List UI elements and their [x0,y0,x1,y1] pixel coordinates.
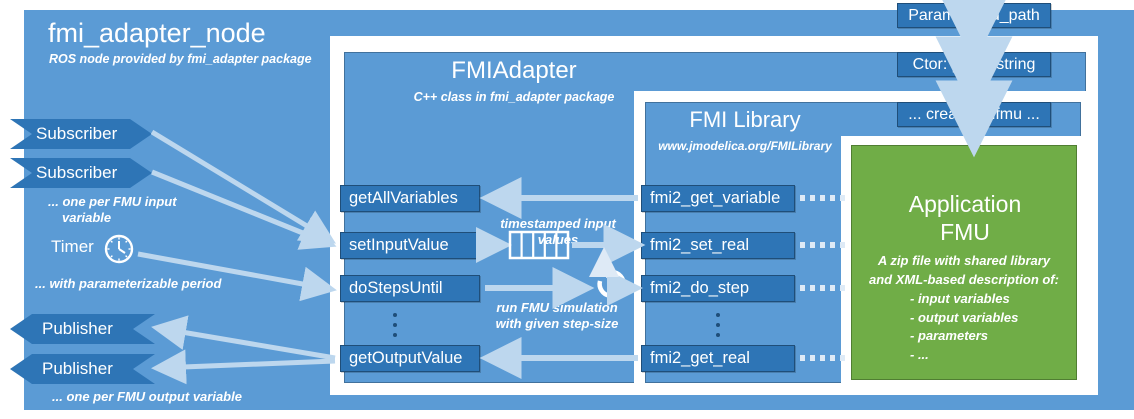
subscriber-2[interactable]: Subscriber [10,158,152,188]
publisher-2[interactable]: Publisher [10,354,155,384]
method-get-all-variables-label: getAllVariables [349,189,458,207]
subscriber-note: ... one per FMU input variable [48,194,177,227]
init-ctor-path-string[interactable]: Ctor: path : string [897,52,1051,77]
function-fmi2-set-real[interactable]: fmi2_set_real [641,232,795,259]
init-param-fmu-path[interactable]: Param: _fmu_path [897,3,1051,28]
publisher-1[interactable]: Publisher [10,314,155,344]
method-do-steps-until-label: doStepsUntil [349,279,443,297]
adapter-methods-ellipsis [393,313,397,337]
timer-label: Timer [51,237,94,256]
node-subtitle: ROS node provided by fmi_adapter package [49,52,312,66]
function-fmi2-do-step-label: fmi2_do_step [650,279,750,297]
fmu-desc-line2: and XML-based description of: [869,271,1059,287]
subscriber-note-line1: ... one per FMU input [48,194,177,209]
method-get-output-value-label: getOutputValue [349,349,463,367]
fmi-adapter-title: FMIAdapter [451,57,577,84]
application-fmu-title-line2: FMU [940,219,990,245]
function-fmi2-get-real[interactable]: fmi2_get_real [641,345,795,372]
subscriber-1[interactable]: Subscriber [10,119,152,149]
init-ctor-path-string-label: Ctor: path : string [912,55,1036,73]
fmu-item-3: - ... [910,347,929,363]
subscriber-note-line2: variable [62,210,112,226]
buffer-caption: timestamped input values [500,216,616,248]
method-set-input-value-label: setInputValue [349,236,449,254]
method-get-all-variables[interactable]: getAllVariables [340,185,480,212]
subscriber-1-label: Subscriber [36,124,118,143]
fmi-library-subtitle: www.jmodelica.org/FMILibrary [658,139,832,153]
method-get-output-value[interactable]: getOutputValue [340,345,480,372]
publisher-1-label: Publisher [42,319,113,338]
method-set-input-value[interactable]: setInputValue [340,232,480,259]
fmu-item-0: - input variables [910,290,1010,306]
publisher-2-label: Publisher [42,359,113,378]
init-create-dllfmu[interactable]: ... create_dllfmu ... [897,102,1051,127]
timer-note: ... with parameterizable period [35,276,222,291]
fmu-desc-line1: A zip file with shared library [877,253,1051,268]
application-fmu-title-line1: Application [908,191,1022,217]
application-fmu-panel: Application FMU A zip file with shared l… [851,145,1077,380]
function-fmi2-get-real-label: fmi2_get_real [650,349,750,367]
fmu-item-2: - parameters [910,328,989,344]
function-fmi2-set-real-label: fmi2_set_real [650,236,750,254]
library-functions-ellipsis [716,313,720,337]
subscriber-2-label: Subscriber [36,163,118,182]
fmu-item-1: - output variables [910,309,1019,325]
publisher-note: ... one per FMU output variable [52,389,242,404]
fmi-library-title: FMI Library [689,107,801,132]
loop-caption-line1: run FMU simulation [496,300,618,315]
fmi-adapter-subtitle: C++ class in fmi_adapter package [413,90,615,104]
application-fmu-description: A zip file with shared library and XML-b… [852,252,1076,365]
init-param-fmu-path-label: Param: _fmu_path [908,6,1040,24]
method-do-steps-until[interactable]: doStepsUntil [340,275,480,302]
function-fmi2-do-step[interactable]: fmi2_do_step [641,275,795,302]
page-title: fmi_adapter_node [48,18,266,48]
function-fmi2-get-variable-label: fmi2_get_variable [650,189,781,207]
init-create-dllfmu-label: ... create_dllfmu ... [908,105,1040,123]
function-fmi2-get-variable[interactable]: fmi2_get_variable [641,185,795,212]
loop-caption: run FMU simulation with given step-size [476,300,638,333]
loop-caption-line2: with given step-size [495,316,619,332]
